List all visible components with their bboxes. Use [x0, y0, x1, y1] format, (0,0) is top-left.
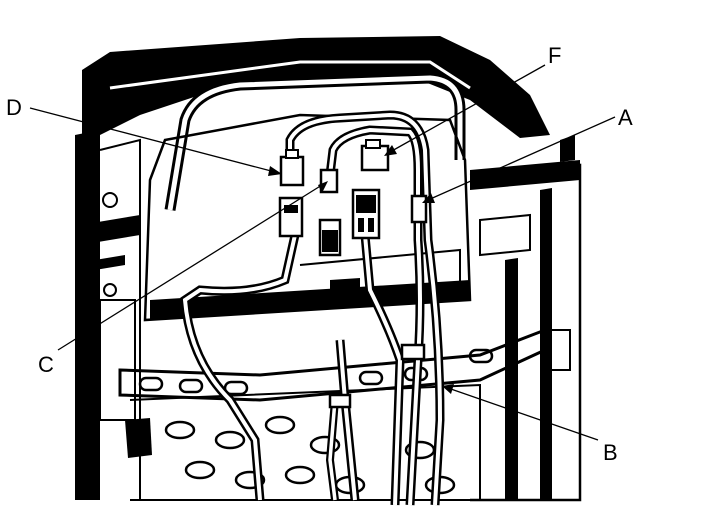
- leader-c: [57, 181, 328, 351]
- connector-a: [410, 194, 428, 224]
- leader-b: [442, 384, 599, 441]
- callout-leaders: [29, 64, 616, 441]
- leader-a: [422, 116, 616, 203]
- housing-cover: [82, 36, 550, 140]
- leader-d: [29, 107, 282, 176]
- inner-back-plate: [143, 113, 472, 322]
- callout-label-b: B: [603, 440, 618, 465]
- clamp-lower: [328, 343, 426, 409]
- callout-label-a: A: [618, 105, 633, 130]
- wire-harness: [180, 110, 445, 506]
- callout-label-c: C: [38, 352, 54, 377]
- connector-block-main: [351, 188, 381, 240]
- connector-f: [360, 139, 390, 172]
- callout-label-f: F: [548, 43, 561, 68]
- connector-block-center: [318, 218, 342, 257]
- callout-label-d: D: [6, 95, 22, 120]
- leader-f: [384, 64, 546, 156]
- connector-d: [279, 149, 305, 187]
- right-side-panel: [469, 135, 582, 502]
- handle-loop: [164, 72, 466, 211]
- perforated-lower-panel: [125, 383, 481, 501]
